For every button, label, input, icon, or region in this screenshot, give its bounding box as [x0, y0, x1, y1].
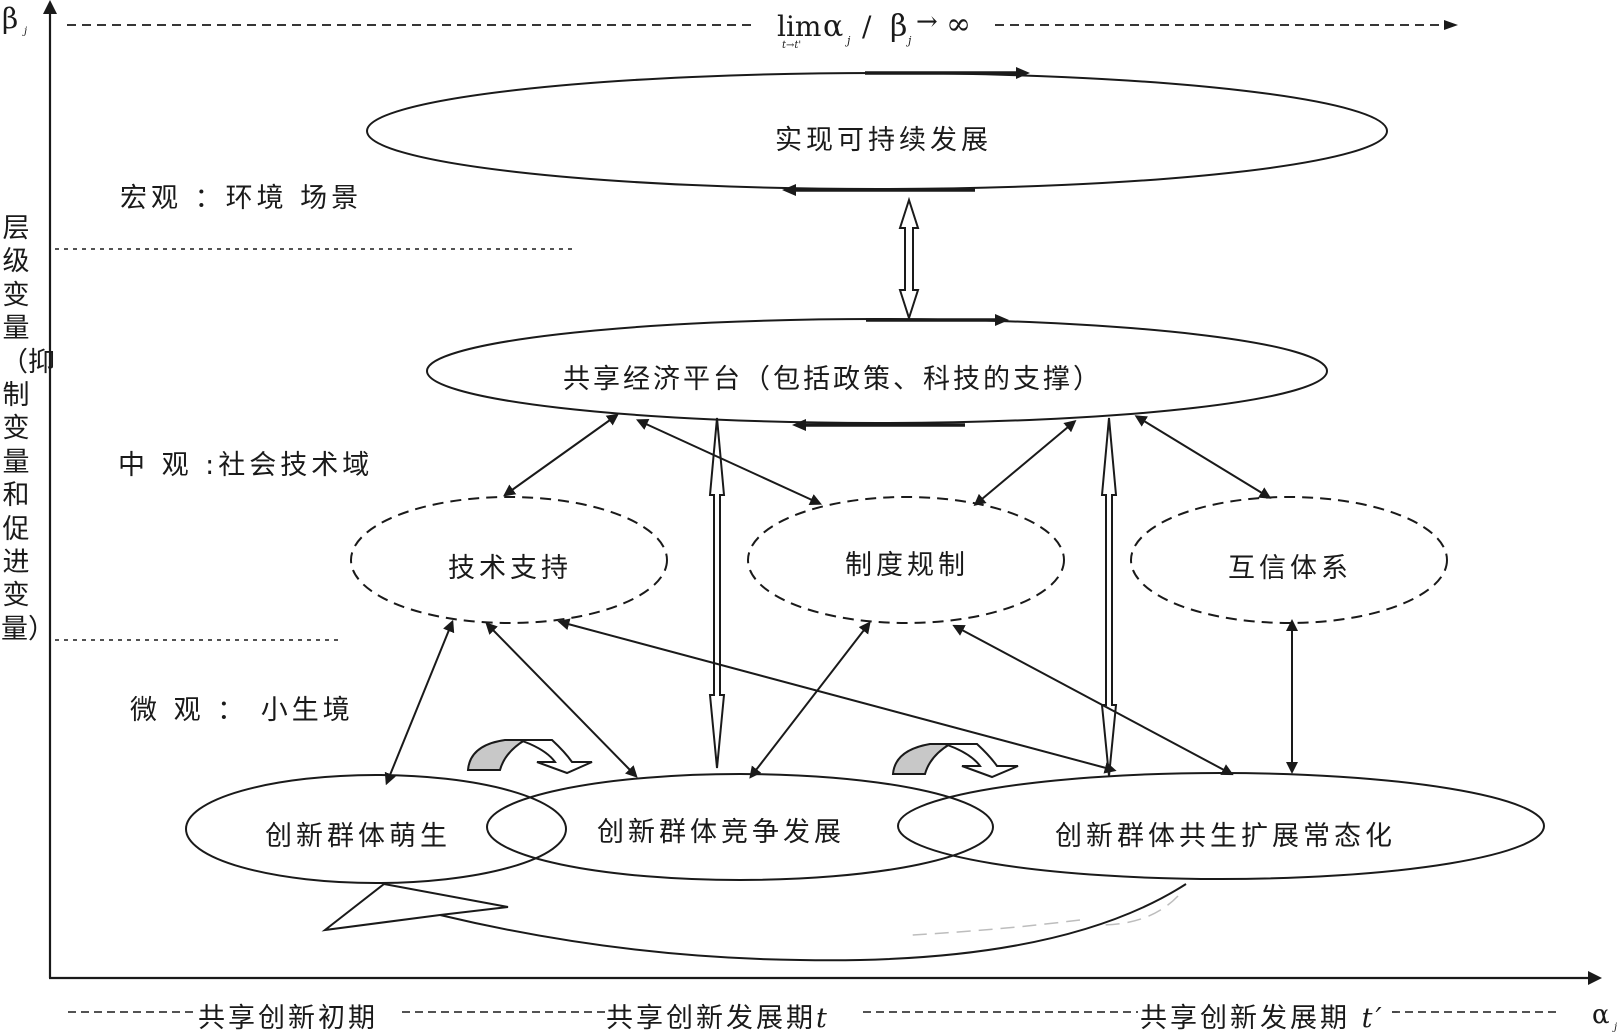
arrow-platform-trust: [1134, 415, 1272, 499]
node-compete-label: 创新群体竞争发展: [597, 817, 845, 848]
x-axis-subscript: j: [1612, 1022, 1617, 1032]
phase-t-symbol: t: [816, 1003, 830, 1034]
x-axis-symbol: α: [1592, 1000, 1610, 1030]
x-axis-arrowhead: [1588, 971, 1602, 985]
phase-t2-symbol: t′: [1361, 1003, 1385, 1034]
formula-alpha-sub: j: [844, 34, 851, 47]
node-tech-label: 技术支持: [448, 553, 572, 584]
cycle-arrowhead-bottom: [782, 184, 796, 196]
cycle-arrowhead-top: [1016, 67, 1030, 79]
node-trust-label: 互信体系: [1228, 553, 1352, 584]
double-arrow-macro-meso: [898, 196, 920, 322]
node-emerge-label: 创新群体萌生: [265, 821, 451, 852]
feedback-loop-shadow: [911, 895, 1179, 936]
top-dashed-arrowhead: [1444, 20, 1458, 30]
phase-develop-t2: 共享创新发展期 t′: [1140, 996, 1385, 1035]
formula-infinity: ∞: [946, 7, 971, 42]
arrow-institution-compete: [749, 621, 871, 779]
arrow-tech-emerge: [384, 619, 455, 786]
phase-develop-t-text: 共享创新发展期: [606, 1003, 816, 1034]
formula-lim: lim: [777, 10, 821, 43]
y-axis-arrowhead: [43, 0, 57, 14]
node-institution-label: 制度规制: [845, 550, 969, 581]
formula-slash: /: [862, 10, 872, 43]
node-sustainable-label: 实现可持续发展: [775, 125, 992, 156]
arrow-tech-symbiosis: [557, 618, 1117, 774]
node-emerge-ellipse: [185, 774, 567, 884]
y-axis-subscript: j: [22, 26, 27, 37]
node-symbiosis-ellipse: [897, 772, 1545, 880]
level-label-micro: 微 观 ： 小生境: [130, 695, 354, 726]
arrow-platform-institution-left: [635, 418, 823, 506]
phase-initial: 共享创新初期: [198, 1003, 378, 1034]
arrow-platform-institution-right: [973, 419, 1077, 507]
phase-develop-t2-text: 共享创新发展期: [1140, 1003, 1350, 1034]
formula-beta-sub: j: [905, 34, 912, 47]
formula-lim-sub: t→t': [782, 40, 801, 51]
y-axis-symbol: β: [2, 2, 18, 35]
node-platform-label: 共享经济平台（包括政策、科技的支撑）: [563, 364, 1103, 395]
platform-cycle-arrowhead-top: [995, 314, 1009, 326]
double-arrow-platform-compete: [708, 417, 726, 769]
node-symbiosis-label: 创新群体共生扩展常态化: [1055, 821, 1396, 852]
feedback-loop-arrowhead: [321, 882, 509, 932]
transition-arrow-compete-symbiosis: [891, 743, 1019, 779]
limit-formula: lim t→t' α j / β j → ∞: [777, 7, 971, 51]
transition-arrow-emerge-compete: [466, 739, 593, 775]
y-axis-title: 层级变量（抑制变量和促进变量）: [1, 213, 55, 645]
arrow-institution-symbiosis: [952, 624, 1234, 776]
phase-develop-t: 共享创新发展期t: [606, 996, 830, 1035]
feedback-loop-curve: [439, 883, 1187, 962]
formula-beta: β: [890, 9, 907, 44]
double-arrow-platform-symbiosis: [1100, 417, 1118, 777]
level-label-macro: 宏观 ：环境 场景: [120, 183, 363, 214]
arrow-platform-tech: [503, 413, 619, 497]
node-compete-ellipse: [486, 773, 994, 881]
level-label-meso: 中 观 :社会技术域: [118, 450, 374, 481]
formula-arrow: →: [916, 7, 938, 37]
platform-cycle-arrowhead-bottom: [792, 419, 806, 431]
formula-alpha: α: [823, 9, 843, 44]
